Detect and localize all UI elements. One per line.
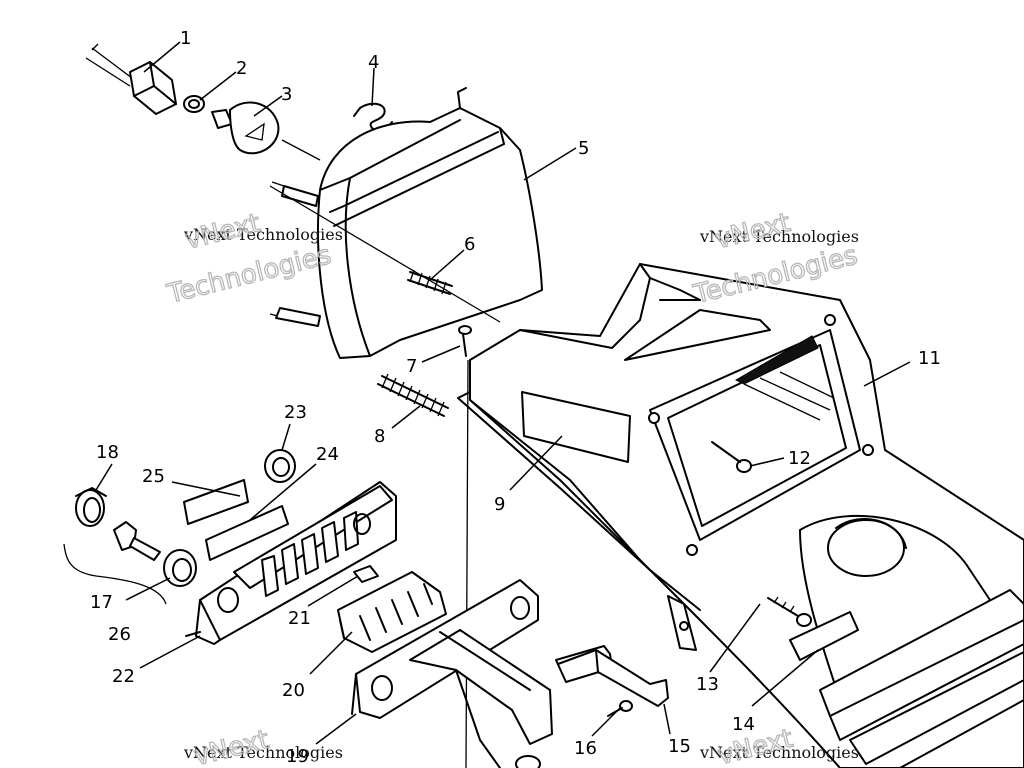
ignition-key — [113, 521, 161, 561]
svg-text:vNext: vNext — [713, 208, 794, 255]
callout-6: 6 — [464, 234, 475, 255]
svg-text:vNext Technologies: vNext Technologies — [699, 227, 859, 246]
callout-8: 8 — [374, 426, 385, 447]
callout-4: 4 — [368, 52, 379, 73]
bottom-fastener — [515, 755, 541, 768]
callout-12: 12 — [788, 448, 811, 469]
switch-bracket — [185, 481, 397, 645]
callout-5: 5 — [578, 138, 589, 159]
callout-19: 19 — [286, 746, 309, 767]
ignition-switch-bezel — [163, 549, 197, 587]
key-nut — [75, 487, 107, 527]
console-screw-13 — [767, 596, 812, 627]
decal-24 — [205, 505, 289, 561]
hood-console — [457, 263, 1024, 768]
headlight-wiring — [85, 43, 133, 87]
callout-20: 20 — [282, 680, 305, 701]
headlight-housing — [269, 87, 543, 359]
callout-17: 17 — [90, 592, 113, 613]
svg-text:vNext Technologies: vNext Technologies — [699, 743, 859, 762]
svg-text:vNext Technologies: vNext Technologies — [183, 225, 343, 244]
svg-text:vNext Technologies: vNext Technologies — [183, 743, 343, 762]
headlight-bulb — [211, 101, 280, 155]
callout-9: 9 — [494, 494, 505, 515]
callout-11: 11 — [918, 348, 941, 369]
callout-24: 24 — [316, 444, 339, 465]
decal-25 — [183, 479, 249, 525]
toggle-switch — [555, 645, 669, 707]
bulb-socket-connector — [129, 61, 177, 115]
callout-21: 21 — [288, 608, 311, 629]
switch-block — [337, 571, 447, 653]
callout-13: 13 — [696, 674, 719, 695]
callout-15: 15 — [668, 736, 691, 757]
switch-plug — [353, 565, 379, 583]
svg-text:vNext: vNext — [182, 208, 263, 255]
console-screw-12 — [711, 441, 752, 473]
headlight-screw — [458, 325, 472, 357]
callout-7: 7 — [406, 356, 417, 377]
callout-23: 23 — [284, 402, 307, 423]
callout-16: 16 — [574, 738, 597, 759]
callout-1: 1 — [180, 28, 191, 49]
callout-2: 2 — [236, 58, 247, 79]
key-assembly-bracket — [63, 543, 167, 605]
watermark-bottom-left: vNext Technologies vNext — [183, 724, 343, 768]
switch-housing — [351, 579, 553, 768]
callout-18: 18 — [96, 442, 119, 463]
callout-22: 22 — [112, 666, 135, 687]
watermark-top-left: vNext Technologies vNext Technologies — [163, 208, 343, 311]
callout-14: 14 — [732, 714, 755, 735]
lower-adjuster-spring — [377, 373, 449, 417]
callout-leaders — [95, 41, 911, 745]
bulb-clip — [183, 95, 205, 113]
callout-25: 25 — [142, 466, 165, 487]
callout-numbers: 1 2 3 4 5 6 7 8 9 11 12 13 14 15 16 17 1… — [90, 28, 941, 767]
switch-grommet — [264, 449, 296, 483]
callout-3: 3 — [281, 84, 292, 105]
callout-26: 26 — [108, 624, 131, 645]
